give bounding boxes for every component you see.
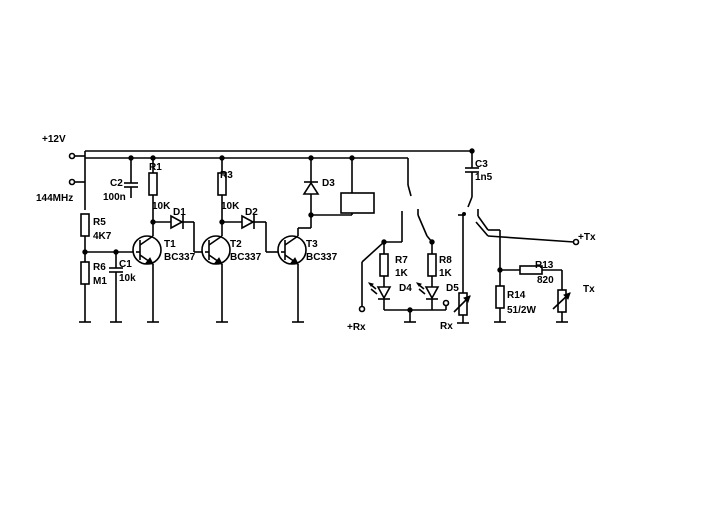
r7-value: 1K bbox=[395, 268, 409, 279]
r5-value: 4K7 bbox=[93, 231, 112, 242]
relay-contact-antenna bbox=[462, 196, 501, 270]
d2-ref: D2 bbox=[245, 207, 258, 218]
capacitor-c1 bbox=[109, 252, 123, 323]
diode-d3 bbox=[302, 158, 320, 228]
r8-value: 1K bbox=[439, 268, 453, 279]
c3-value: 1n5 bbox=[475, 172, 493, 183]
t3-ref: T3 bbox=[306, 239, 318, 250]
led-d4-tx bbox=[415, 282, 440, 310]
r3-ref: R3 bbox=[220, 170, 233, 181]
r6-value: M1 bbox=[93, 276, 107, 287]
r8-ref: R8 bbox=[439, 255, 452, 266]
tx-antenna-path bbox=[552, 289, 571, 323]
d4-ref: D4 bbox=[399, 283, 412, 294]
tx-label: Tx bbox=[583, 284, 595, 295]
relay-coil bbox=[311, 158, 375, 216]
d1-ref: D1 bbox=[173, 207, 186, 218]
capacitor-c3 bbox=[465, 151, 479, 197]
r7-ref: R7 bbox=[395, 255, 408, 266]
vcc-label: +12V bbox=[42, 134, 66, 145]
led-common-ground bbox=[384, 299, 450, 323]
resistor-r7 bbox=[379, 242, 389, 287]
rx-antenna-path bbox=[453, 214, 471, 324]
r1-value: 10K bbox=[152, 201, 171, 212]
t2-value: BC337 bbox=[230, 252, 262, 263]
resistor-r13 bbox=[500, 265, 563, 290]
resistor-r14 bbox=[494, 270, 506, 323]
resistor-r1 bbox=[148, 158, 158, 232]
transistor-t1 bbox=[132, 232, 162, 323]
rf-input-label: 144MHz bbox=[36, 193, 73, 204]
t1-value: BC337 bbox=[164, 252, 196, 263]
r5-ref: R5 bbox=[93, 217, 106, 228]
transistor-t3 bbox=[277, 227, 311, 323]
r6-ref: R6 bbox=[93, 262, 106, 273]
led-d4-rx bbox=[367, 282, 392, 310]
r3-value: 10K bbox=[221, 201, 240, 212]
resistor-r5 bbox=[80, 213, 90, 252]
rx-supply-label: +Rx bbox=[347, 322, 366, 333]
resistor-r6 bbox=[79, 252, 91, 323]
d3-ref: D3 bbox=[322, 178, 335, 189]
resistor-r3 bbox=[217, 158, 227, 232]
tx-supply-path bbox=[417, 214, 580, 246]
r1-ref: R1 bbox=[149, 162, 162, 173]
r14-ref: R14 bbox=[507, 290, 526, 301]
c1-ref: C1 bbox=[119, 259, 132, 270]
rx-label: Rx bbox=[440, 321, 453, 332]
relay-contact-supply bbox=[358, 158, 419, 313]
tx-supply-label: +Tx bbox=[578, 232, 596, 243]
c1-value: 10k bbox=[119, 273, 136, 284]
t2-ref: T2 bbox=[230, 239, 242, 250]
c2-ref: C2 bbox=[110, 178, 123, 189]
c2-value: 100n bbox=[103, 192, 126, 203]
r13-ref: R13 bbox=[535, 260, 554, 271]
r13-value: 820 bbox=[537, 275, 554, 286]
capacitor-c2 bbox=[124, 158, 138, 198]
t3-value: BC337 bbox=[306, 252, 338, 263]
t1-ref: T1 bbox=[164, 239, 176, 250]
transistor-t2 bbox=[201, 232, 231, 323]
r14-value: 51/2W bbox=[507, 305, 536, 316]
d5-ref: D5 bbox=[446, 283, 459, 294]
resistor-r8 bbox=[427, 242, 437, 287]
rf-input-terminal bbox=[68, 178, 85, 186]
c3-ref: C3 bbox=[475, 159, 488, 170]
